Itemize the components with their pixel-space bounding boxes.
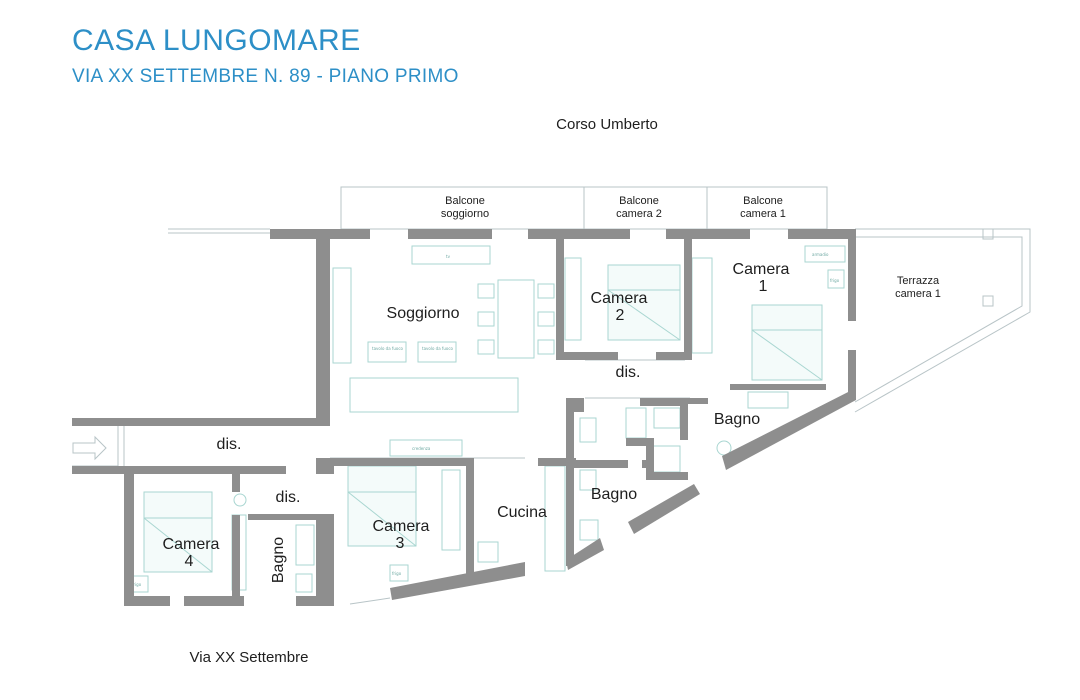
label-balcone-soggiorno-1: Balcone bbox=[445, 195, 485, 207]
label-balcone-soggiorno-2: soggiorno bbox=[441, 208, 489, 220]
terrazza-outline bbox=[854, 228, 1031, 413]
plan-title: CASA LUNGOMARE bbox=[72, 24, 361, 57]
label-balcone-camera2-1: Balcone bbox=[619, 195, 659, 207]
label-frigo-camera4: frigo bbox=[132, 582, 142, 587]
street-north: Corso Umberto bbox=[556, 116, 658, 133]
label-bagno-west: Bagno bbox=[270, 537, 287, 583]
label-tavolo-2: tavolo da fuoco bbox=[422, 346, 454, 351]
label-camera3-2: 3 bbox=[396, 535, 405, 552]
furniture: tv tavolo da fuoco tavolo da fuoco armad… bbox=[129, 245, 846, 593]
label-bagno-east: Bagno bbox=[714, 411, 760, 428]
label-soggiorno: Soggiorno bbox=[387, 305, 460, 322]
label-credenza: credenza bbox=[412, 446, 431, 451]
label-frigo-camera1: frigo bbox=[830, 278, 840, 283]
label-balcone-camera1-1: Balcone bbox=[743, 195, 783, 207]
label-armadio: armadio bbox=[812, 252, 829, 257]
label-dis-corridor: dis. bbox=[217, 436, 242, 453]
label-camera4-1: Camera bbox=[163, 536, 220, 553]
label-dis-lower: dis. bbox=[276, 489, 301, 506]
label-camera2-1: Camera bbox=[591, 290, 648, 307]
street-south: Via XX Settembre bbox=[190, 649, 309, 666]
label-camera1-2: 1 bbox=[759, 278, 768, 295]
label-terrazza-2: camera 1 bbox=[895, 288, 941, 300]
label-terrazza-1: Terrazza bbox=[897, 275, 940, 287]
label-camera1-1: Camera bbox=[733, 261, 790, 278]
label-cucina: Cucina bbox=[497, 504, 547, 521]
label-camera3-1: Camera bbox=[373, 518, 430, 535]
label-frigo-camera3: frigo bbox=[392, 571, 402, 576]
label-camera4-2: 4 bbox=[185, 553, 194, 570]
label-dis-upper: dis. bbox=[616, 364, 641, 381]
plan-subtitle: VIA XX SETTEMBRE N. 89 - PIANO PRIMO bbox=[72, 66, 459, 87]
room-labels: Balcone soggiorno Balcone camera 2 Balco… bbox=[163, 195, 941, 583]
label-balcone-camera1-2: camera 1 bbox=[740, 208, 786, 220]
label-camera2-2: 2 bbox=[616, 307, 625, 324]
label-tavolo-1: tavolo da fuoco bbox=[372, 346, 404, 351]
entrance-arrow-icon bbox=[72, 435, 107, 461]
walls bbox=[72, 229, 856, 606]
label-bagno-center: Bagno bbox=[591, 486, 637, 503]
label-balcone-camera2-2: camera 2 bbox=[616, 208, 662, 220]
label-tv: tv bbox=[446, 254, 451, 259]
